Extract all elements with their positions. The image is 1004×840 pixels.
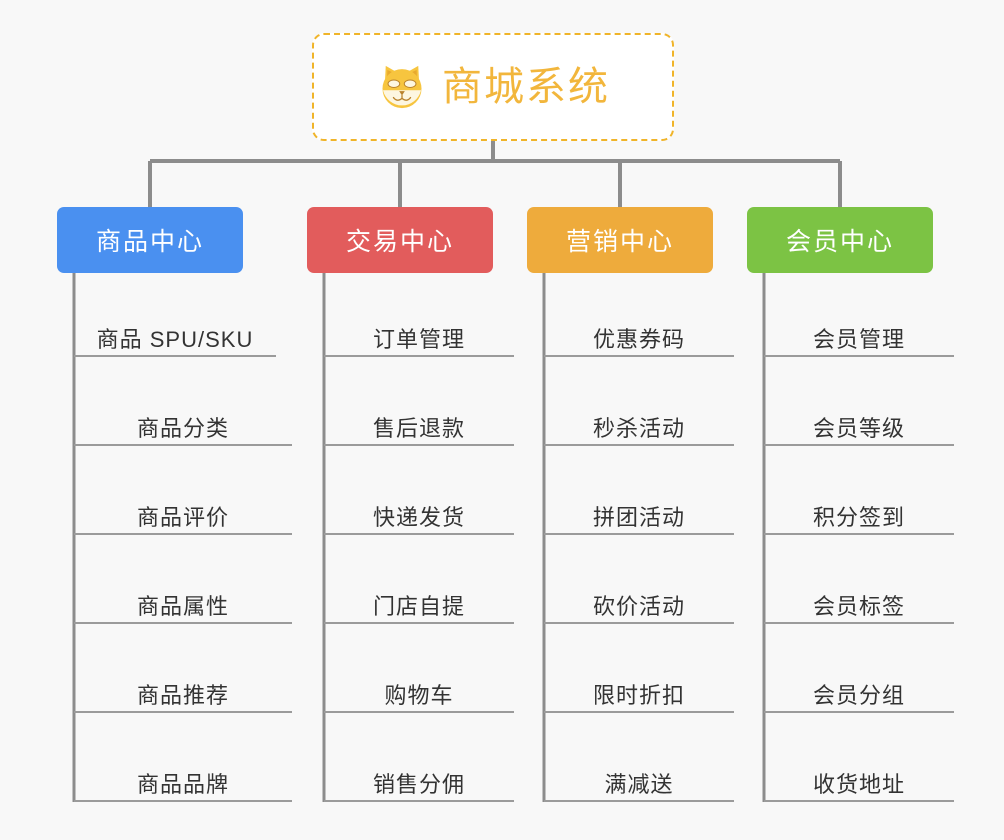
leaf-item[interactable]: 积分签到 — [764, 495, 954, 535]
leaf-item-label: 商品品牌 — [136, 771, 229, 797]
leaf-item[interactable]: 满减送 — [544, 762, 734, 802]
leaf-item-label: 售后退款 — [372, 415, 465, 441]
leaf-item[interactable]: 拼团活动 — [544, 495, 734, 535]
leaf-item-label: 订单管理 — [372, 326, 465, 352]
leaf-item-label: 销售分佣 — [372, 771, 465, 797]
leaf-item-label: 商品属性 — [136, 593, 229, 619]
leaf-item[interactable]: 收货地址 — [764, 762, 954, 802]
leaf-item[interactable]: 商品属性 — [74, 584, 292, 624]
leaf-item-label: 快递发货 — [372, 504, 465, 530]
leaf-item[interactable]: 会员标签 — [764, 584, 954, 624]
root-node[interactable]: 商城系统 — [312, 33, 674, 141]
branch-node-label: 营销中心 — [565, 228, 674, 256]
leaf-item[interactable]: 限时折扣 — [544, 673, 734, 713]
leaf-item-label: 拼团活动 — [592, 504, 685, 530]
leaf-item-label: 会员分组 — [812, 682, 905, 708]
leaf-item[interactable]: 会员等级 — [764, 406, 954, 446]
branch-node-label: 会员中心 — [785, 228, 894, 256]
branch-node-2[interactable]: 交易中心 — [307, 207, 493, 273]
branch-node-4[interactable]: 会员中心 — [747, 207, 933, 273]
leaf-item-label: 满减送 — [604, 771, 674, 797]
leaf-item[interactable]: 会员管理 — [764, 317, 954, 357]
leaf-item[interactable]: 商品评价 — [74, 495, 292, 535]
leaf-item[interactable]: 商品品牌 — [74, 762, 292, 802]
leaf-item-label: 优惠券码 — [592, 326, 685, 352]
leaf-item-label: 门店自提 — [372, 593, 465, 619]
leaf-item-label: 商品 SPU/SKU — [96, 326, 254, 352]
leaf-item-label: 商品分类 — [136, 415, 229, 441]
shiba-dog-face-icon — [376, 61, 428, 113]
leaf-item-label: 限时折扣 — [592, 682, 685, 708]
branch-node-label: 交易中心 — [345, 228, 454, 256]
leaf-item-label: 秒杀活动 — [592, 415, 685, 441]
leaf-item[interactable]: 砍价活动 — [544, 584, 734, 624]
leaf-item-label: 商品评价 — [136, 504, 229, 530]
leaf-item-label: 商品推荐 — [136, 682, 229, 708]
branch-node-label: 商品中心 — [95, 228, 204, 256]
leaf-item[interactable]: 销售分佣 — [324, 762, 514, 802]
leaf-item-label: 砍价活动 — [592, 593, 685, 619]
leaf-item[interactable]: 秒杀活动 — [544, 406, 734, 446]
leaf-item-label: 积分签到 — [812, 504, 905, 530]
leaf-item[interactable]: 售后退款 — [324, 406, 514, 446]
leaf-item[interactable]: 商品分类 — [74, 406, 292, 446]
leaf-item-label: 会员标签 — [812, 593, 905, 619]
leaf-item-label: 会员管理 — [812, 326, 905, 352]
leaf-item-label: 购物车 — [384, 682, 454, 708]
root-title: 商城系统 — [442, 65, 610, 109]
leaf-item[interactable]: 门店自提 — [324, 584, 514, 624]
leaf-item[interactable]: 会员分组 — [764, 673, 954, 713]
leaf-item-label: 会员等级 — [812, 415, 905, 441]
branch-node-3[interactable]: 营销中心 — [527, 207, 713, 273]
leaf-item[interactable]: 订单管理 — [324, 317, 514, 357]
leaf-item[interactable]: 优惠券码 — [544, 317, 734, 357]
branch-node-1[interactable]: 商品中心 — [57, 207, 243, 273]
leaf-item-label: 收货地址 — [812, 771, 905, 797]
leaf-item[interactable]: 购物车 — [324, 673, 514, 713]
leaf-item[interactable]: 快递发货 — [324, 495, 514, 535]
leaf-item[interactable]: 商品推荐 — [74, 673, 292, 713]
leaf-item[interactable]: 商品 SPU/SKU — [74, 317, 276, 357]
